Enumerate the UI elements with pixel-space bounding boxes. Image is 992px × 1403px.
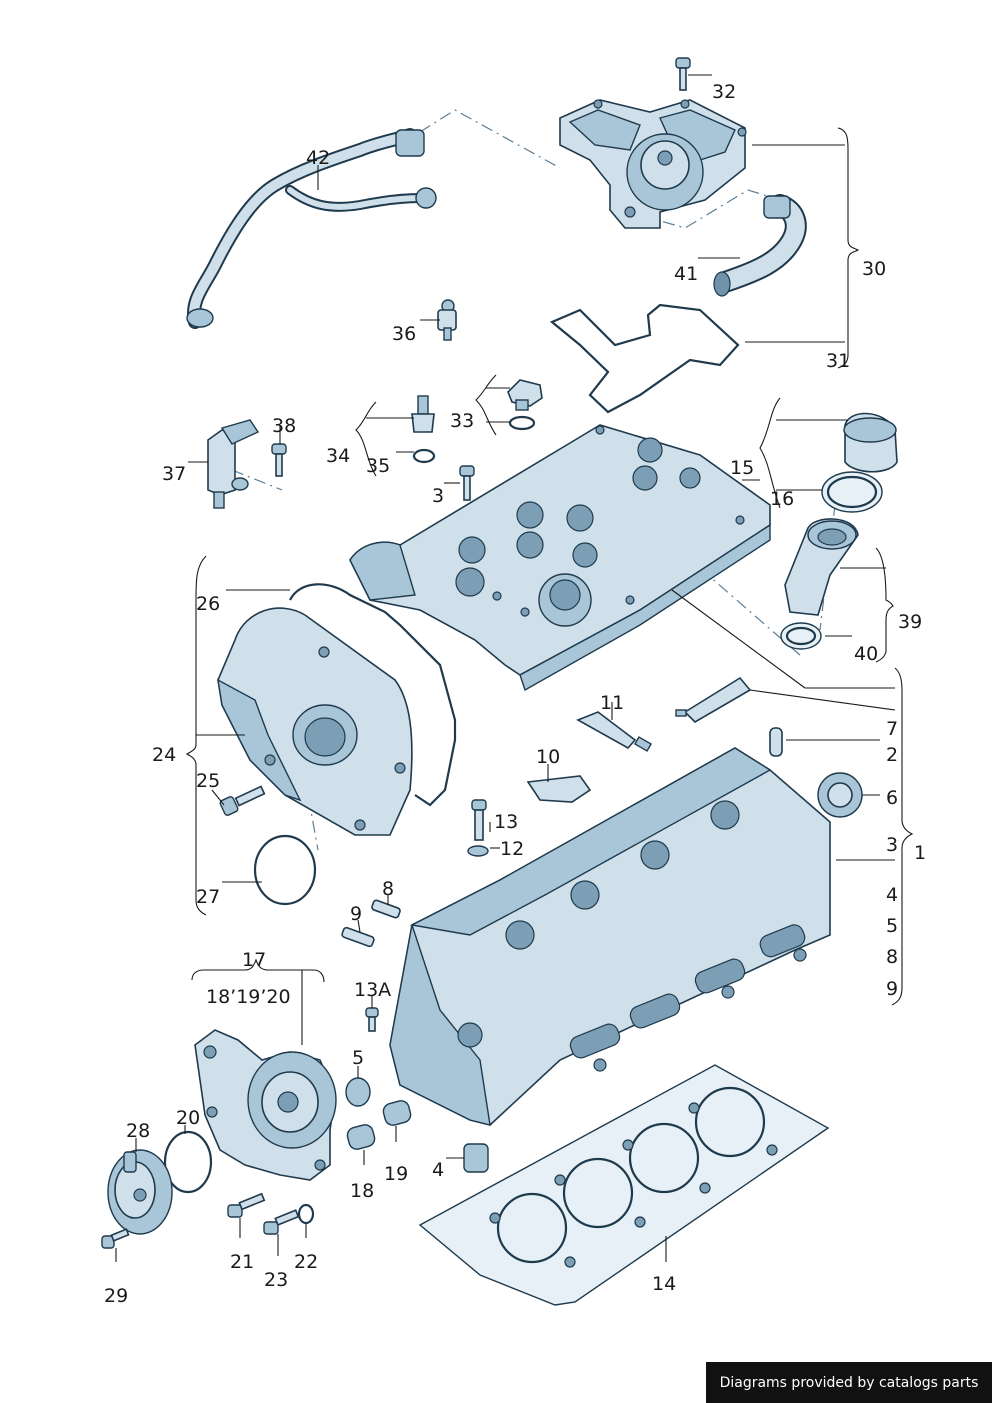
- head-gasket-part-14: [418, 1064, 830, 1306]
- oil-filler-neck-part-39: [780, 518, 859, 650]
- label-28: 28: [126, 1120, 150, 1142]
- washer-part-22: [297, 1203, 315, 1225]
- label-40: 40: [854, 643, 878, 665]
- label-27: 27: [196, 886, 220, 908]
- stud-part-13: [467, 799, 489, 857]
- label-36: 36: [392, 323, 416, 345]
- stud-part-8: [371, 899, 401, 919]
- label-21: 21: [230, 1251, 254, 1273]
- label-42: 42: [306, 147, 330, 169]
- label-13a: 13A: [354, 979, 391, 1001]
- credit-banner: Diagrams provided by catalogs parts: [706, 1362, 992, 1403]
- label-5-right: 5: [886, 915, 898, 937]
- label-24: 24: [152, 744, 176, 766]
- label-7: 7: [886, 718, 898, 740]
- label-5-left: 5: [352, 1047, 364, 1069]
- label-35: 35: [366, 455, 390, 477]
- label-14: 14: [652, 1273, 676, 1295]
- cap-part-19: [382, 1100, 412, 1126]
- camshaft-adjuster-valve-part-37: [207, 419, 260, 509]
- o-ring-part-20: [163, 1130, 213, 1194]
- cap-part-18: [346, 1124, 376, 1150]
- label-20: 20: [176, 1107, 200, 1129]
- label-4-left: 4: [432, 1159, 444, 1181]
- bolt-part-25: [219, 785, 266, 816]
- label-15: 15: [730, 457, 754, 479]
- valve-part-36: [437, 299, 457, 341]
- label-32: 32: [712, 81, 736, 103]
- label-19: 19: [384, 1163, 408, 1185]
- breather-hose-part-42: [186, 128, 437, 329]
- pin-part-2: [769, 727, 783, 757]
- label-39: 39: [898, 611, 922, 633]
- label-9-left: 9: [350, 903, 362, 925]
- sensor-part-33: [507, 379, 543, 431]
- label-12: 12: [500, 838, 524, 860]
- label-23: 23: [264, 1269, 288, 1291]
- label-41: 41: [674, 263, 698, 285]
- bolt-part-23: [263, 1209, 300, 1235]
- timing-cover-part-24: [217, 607, 413, 836]
- label-33: 33: [450, 410, 474, 432]
- camshaft-housing-part-15: [349, 424, 771, 692]
- flange-part-28: [107, 1149, 173, 1235]
- label-6: 6: [886, 787, 898, 809]
- sleeve-part-4: [463, 1143, 489, 1173]
- bolt-part-21: [227, 1192, 266, 1218]
- o-ring-part-27: [253, 834, 317, 906]
- label-17: 17: [242, 949, 266, 971]
- label-30: 30: [862, 258, 886, 280]
- gasket-part-31: [549, 303, 740, 414]
- leader-lines: [115, 74, 914, 1262]
- label-22: 22: [294, 1251, 318, 1273]
- label-9-right: 9: [886, 978, 898, 1000]
- gear-part-6: [817, 772, 863, 818]
- bolt-part-38: [271, 443, 287, 477]
- label-16: 16: [770, 488, 794, 510]
- shield-part-10: [526, 775, 592, 803]
- bolt-part-32: [675, 57, 691, 91]
- plug-part-7: [675, 676, 752, 724]
- pump-housing-part-17: [194, 1029, 337, 1181]
- stud-part-9: [341, 926, 375, 948]
- bolt-part-13a: [365, 1007, 379, 1032]
- label-25: 25: [196, 770, 220, 792]
- label-10: 10: [536, 746, 560, 768]
- label-18-19-20: 18’19’20: [206, 986, 291, 1008]
- label-29: 29: [104, 1285, 128, 1307]
- bolt-part-3: [459, 465, 475, 501]
- sensor-part-34: [411, 395, 436, 464]
- label-37: 37: [162, 463, 186, 485]
- label-3-right: 3: [886, 834, 898, 856]
- hose-part-41: [713, 194, 807, 297]
- label-8-right: 8: [886, 946, 898, 968]
- label-11: 11: [600, 692, 624, 714]
- bolt-part-29: [101, 1228, 130, 1249]
- cylinder-head-part-1: [389, 747, 831, 1126]
- label-3-top: 3: [432, 485, 444, 507]
- label-13: 13: [494, 811, 518, 833]
- label-26: 26: [196, 593, 220, 615]
- label-38: 38: [272, 415, 296, 437]
- label-34: 34: [326, 445, 350, 467]
- label-18: 18: [350, 1180, 374, 1202]
- oil-filler-cap-part-16: [821, 412, 898, 513]
- part-number-labels: 32 42 30 41 36 31 33 38 34 35 37 15 3 16…: [104, 81, 926, 1307]
- label-8-left: 8: [382, 878, 394, 900]
- label-4-right: 4: [886, 884, 898, 906]
- cap-part-5: [345, 1077, 371, 1107]
- label-2: 2: [886, 744, 898, 766]
- oil-separator-part-30: [559, 99, 747, 229]
- gasket-part-26: [289, 583, 457, 807]
- label-1: 1: [914, 842, 926, 864]
- sealant-part-11: [576, 711, 653, 752]
- label-31: 31: [826, 350, 850, 372]
